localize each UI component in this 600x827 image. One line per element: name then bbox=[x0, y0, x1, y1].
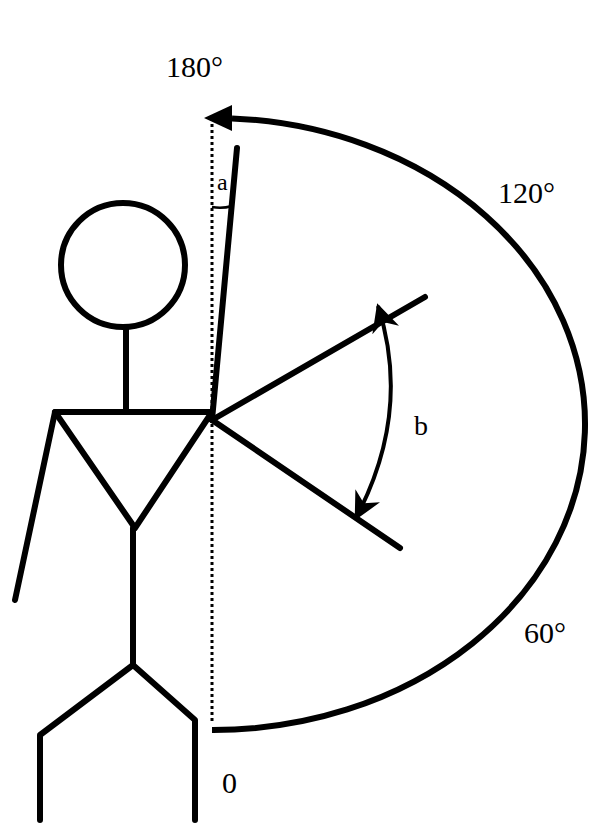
angle-a-mark bbox=[212, 206, 232, 208]
angle-b-arrow bbox=[356, 306, 391, 518]
arc-arrowhead bbox=[204, 105, 232, 131]
range-arc bbox=[212, 118, 585, 730]
angle-label: 120° bbox=[498, 178, 555, 208]
arm-lines bbox=[212, 148, 425, 548]
angle-label: 0 bbox=[222, 768, 237, 798]
angle-name: a bbox=[217, 170, 228, 194]
angle-label: 180° bbox=[166, 52, 223, 82]
angle-label: 60° bbox=[524, 618, 566, 648]
stick-figure bbox=[15, 203, 212, 820]
angle-name: b bbox=[414, 412, 428, 440]
